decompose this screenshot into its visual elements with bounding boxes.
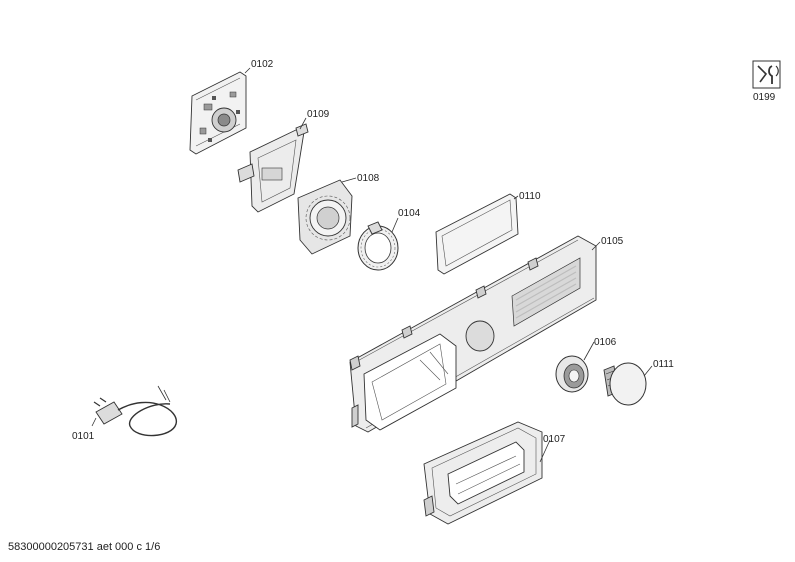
leader-0104 xyxy=(391,217,399,233)
part-0108-knob-housing[interactable] xyxy=(297,179,353,255)
callout-0106: 0106 xyxy=(594,337,617,348)
callout-0102: 0102 xyxy=(251,59,274,70)
callout-0111: 0111 xyxy=(653,359,674,370)
part-0199-tools[interactable] xyxy=(752,60,781,89)
callout-0107: 0107 xyxy=(543,434,566,445)
leader-0106 xyxy=(583,341,595,361)
leader-0110 xyxy=(513,195,519,200)
part-0109-holder-frame[interactable] xyxy=(237,123,309,213)
callout-0105: 0105 xyxy=(601,236,624,247)
callout-0104: 0104 xyxy=(398,208,421,219)
callout-0101: 0101 xyxy=(72,431,95,442)
leader-0109 xyxy=(299,117,307,130)
part-0111-knob[interactable] xyxy=(603,362,647,406)
leader-0108 xyxy=(341,177,357,183)
leader-0111 xyxy=(643,365,653,377)
part-0102-control-board[interactable] xyxy=(189,71,247,155)
leader-0105 xyxy=(591,241,601,251)
part-0107-drawer-front[interactable] xyxy=(423,421,543,525)
part-0106-knob-bezel[interactable] xyxy=(555,355,589,393)
part-0101-power-cord[interactable] xyxy=(93,385,177,437)
wrench-icon xyxy=(768,65,773,84)
part-0105-control-panel[interactable] xyxy=(349,235,597,433)
leader-0102 xyxy=(244,67,251,74)
part-0110-display-window[interactable] xyxy=(435,193,519,275)
leader-0101 xyxy=(91,417,97,427)
leader-0107 xyxy=(539,439,551,463)
callout-0199: 0199 xyxy=(753,92,776,103)
callout-0108: 0108 xyxy=(357,173,380,184)
document-id: 58300000205731 aet 000 c 1/6 xyxy=(8,541,161,553)
callout-0109: 0109 xyxy=(307,109,330,120)
part-0104-ring[interactable] xyxy=(357,221,399,271)
callout-0110: 0110 xyxy=(519,191,541,202)
screwdriver-icon xyxy=(757,65,768,83)
